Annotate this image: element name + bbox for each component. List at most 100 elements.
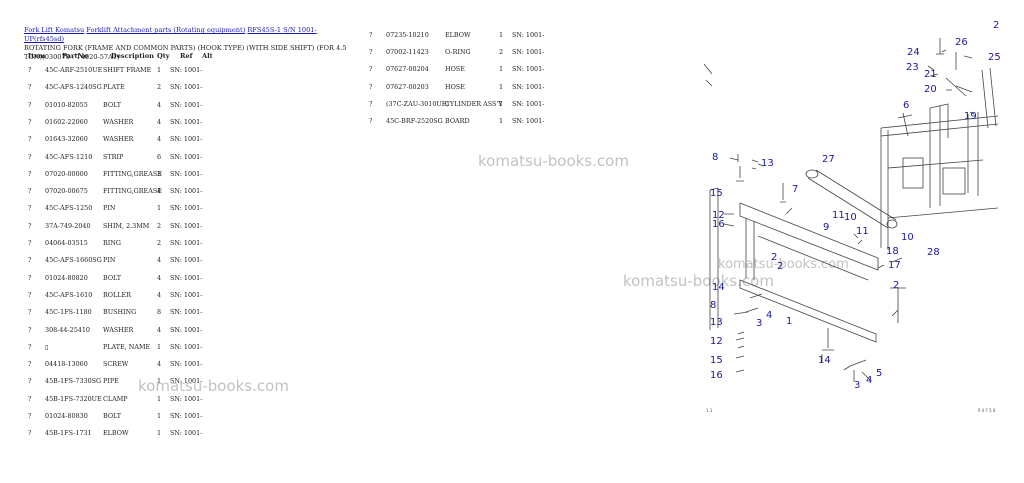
cell-qty: 4 <box>157 256 162 265</box>
cell-item: ? <box>28 187 32 196</box>
cell-item: ? <box>28 135 32 144</box>
breadcrumb-link-brand[interactable]: Fork Lift Komatsu <box>24 26 85 34</box>
cell-partno: 01024-80820 <box>45 273 88 282</box>
diagram-callout[interactable]: 10 <box>844 212 857 223</box>
cell-ref: SN: 1001- <box>512 31 545 39</box>
diagram-callout[interactable]: 15 <box>710 188 723 199</box>
diagram-callout[interactable]: 17 <box>888 260 901 271</box>
cell-ref: SN: 1001- <box>512 65 545 74</box>
cell-qty: 1 <box>499 99 504 108</box>
cell-ref: SN: 1001- <box>170 239 203 247</box>
diagram-callout[interactable]: 2 <box>777 261 783 272</box>
diagram-callout[interactable]: 3 <box>854 380 860 391</box>
diagram-callout[interactable]: 13 <box>710 317 723 328</box>
diagram-callout[interactable]: 21 <box>924 69 937 80</box>
cell-description: O-RING <box>445 48 471 57</box>
diagram-callout[interactable]: 16 <box>712 219 725 230</box>
diagram-callout[interactable]: 20 <box>924 84 937 95</box>
column-header-item: Item <box>28 52 46 60</box>
diagram-callout[interactable]: 24 <box>907 47 920 58</box>
watermark: komatsu-books.com <box>718 257 849 272</box>
diagram-callout[interactable]: 4 <box>766 310 772 321</box>
diagram-callout[interactable]: 14 <box>712 282 725 293</box>
cell-partno: 45C-BRF-2520SG <box>386 117 443 125</box>
diagram-callout[interactable]: 11 <box>832 210 845 221</box>
diagram-callout[interactable]: 4 <box>866 375 872 386</box>
cell-item: ? <box>369 117 373 125</box>
diagram-callout[interactable]: 12 <box>712 210 725 221</box>
cell-description: WASHER <box>103 325 134 334</box>
cell-ref: SN: 1001- <box>170 412 203 420</box>
cell-qty: 1 <box>157 66 162 74</box>
diagram-callout[interactable]: 9 <box>823 222 829 233</box>
diagram-callout[interactable]: 13 <box>761 158 774 169</box>
diagram-callout[interactable]: 27 <box>822 154 835 165</box>
diagram-callout[interactable]: 25 <box>988 52 1001 63</box>
cell-description: PLATE <box>103 83 125 92</box>
cell-item: ? <box>28 394 32 403</box>
cell-ref: SN: 1001- <box>170 290 203 299</box>
diagram-callout[interactable]: 28 <box>927 247 940 258</box>
diagram-callout[interactable]: 2 <box>993 20 999 31</box>
cell-item: ? <box>369 31 373 39</box>
diagram-callout[interactable]: 12 <box>710 336 723 347</box>
cell-description: FITTING,GREASE <box>103 187 162 196</box>
diagram-callout[interactable]: 5 <box>876 368 882 379</box>
diagram-callout[interactable]: 2 <box>771 252 777 263</box>
diagram-callout[interactable]: 18 <box>886 246 899 257</box>
diagram-callout[interactable]: 19 <box>964 111 977 122</box>
diagram-callout[interactable]: 7 <box>792 184 798 195</box>
diagram-callout[interactable]: 26 <box>955 37 968 48</box>
diagram-callout[interactable]: 15 <box>710 355 723 366</box>
cell-item: ? <box>369 99 373 108</box>
breadcrumb-link-model[interactable]: RFS45S-1 S/N 1001-UP(rfs45sd) <box>24 26 317 43</box>
diagram-callout[interactable]: 8 <box>712 152 718 163</box>
diagram-callout[interactable]: 10 <box>901 232 914 243</box>
cell-qty: 4 <box>157 273 162 282</box>
diagram-callout[interactable]: 8 <box>710 300 716 311</box>
diagram-callout[interactable]: 3 <box>756 318 762 329</box>
diagram-linework <box>703 38 999 382</box>
diagram-callout[interactable]: 6 <box>903 100 909 111</box>
cell-item: ? <box>28 117 32 126</box>
breadcrumb-link-category[interactable]: Forklift Attachment parts (Rotating equi… <box>86 26 246 34</box>
cell-qty: 2 <box>157 221 162 230</box>
diagram-callout[interactable]: 11 <box>856 226 869 237</box>
diagram-callout[interactable]: 14 <box>818 355 831 366</box>
cell-description: ELBOW <box>103 429 129 438</box>
cell-item: ? <box>28 204 32 213</box>
diagram-callout[interactable]: 1 <box>786 316 792 327</box>
diagram-callout[interactable]: 23 <box>906 62 919 73</box>
diagram-callout[interactable]: 16 <box>710 370 723 381</box>
diagram-callout[interactable]: 2 <box>893 280 899 291</box>
cell-partno: 45B-1FS-1731 <box>45 429 92 438</box>
